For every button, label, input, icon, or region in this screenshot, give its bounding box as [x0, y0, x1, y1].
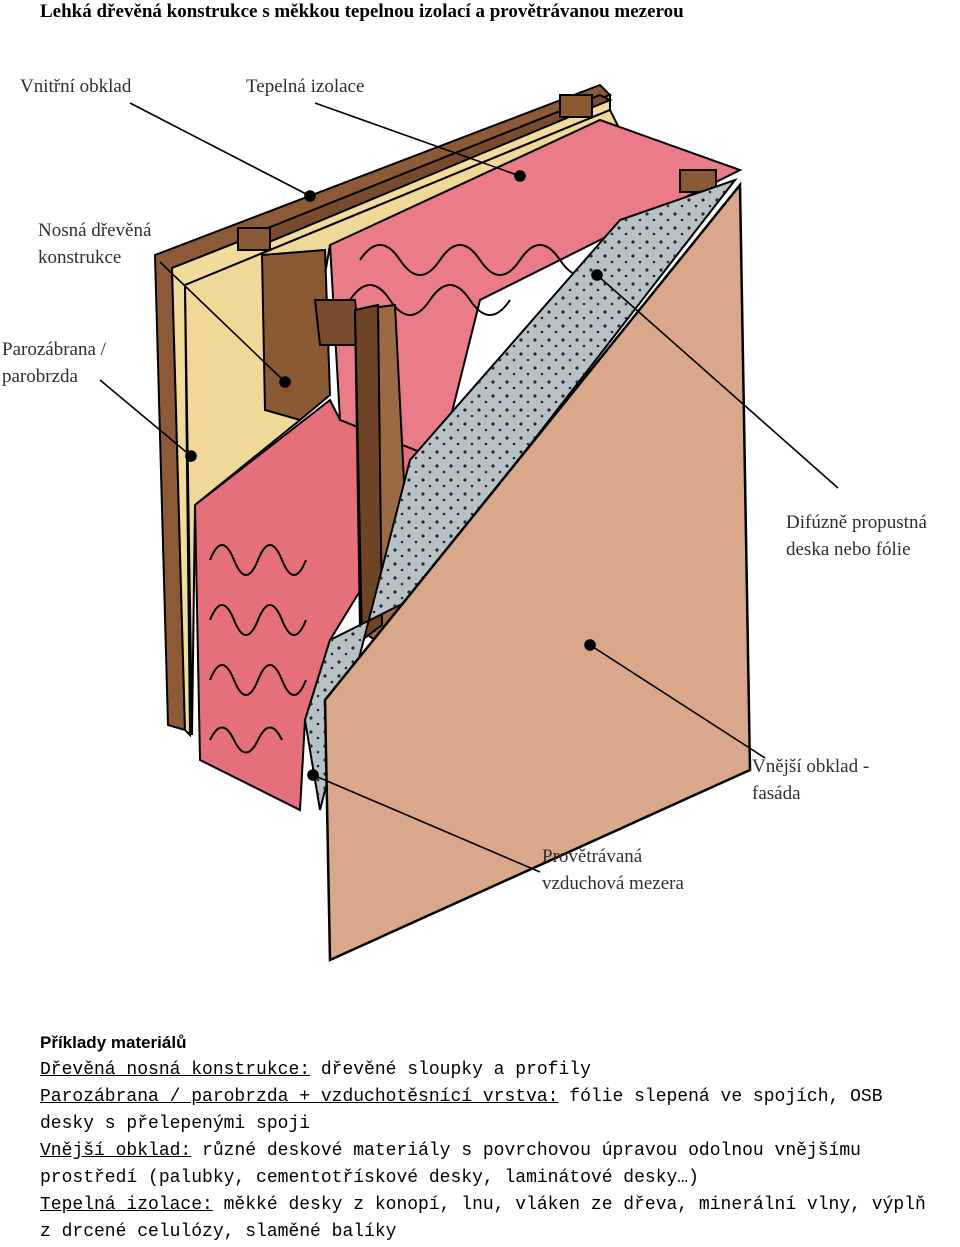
material-item-outer-cladding: Vnější obklad: různé deskové materiály s… [40, 1138, 940, 1192]
materials-section: Příklady materiálů Dřevěná nosná konstru… [40, 1031, 940, 1246]
material-text: měkké desky z konopí, lnu, vláken ze dře… [40, 1195, 926, 1242]
label-outer-cladding-line1: Vnější obklad - [752, 756, 870, 777]
materials-heading: Příklady materiálů [40, 1033, 187, 1052]
label-ventilated-gap-line1: Provětrávaná [542, 846, 643, 867]
diffusion-membrane-board [303, 177, 738, 811]
wall-section-illustration [99, 83, 839, 962]
material-text: dřevěné sloupky a profily [310, 1060, 591, 1080]
material-key: Tepelná izolace: [40, 1195, 213, 1215]
diagram-title: Lehká dřevěná konstrukce s měkkou tepeln… [40, 1, 684, 22]
label-diffusion-board-line1: Difúzně propustná [786, 512, 927, 533]
label-inner-lining: Vnitřní obklad [20, 76, 132, 97]
label-vapour-barrier-line2: parobrzda [2, 366, 78, 387]
material-key: Parozábrana / parobrzda + vzduchotěsnící… [40, 1087, 559, 1107]
label-ventilated-gap-line2: vzduchová mezera [542, 873, 684, 894]
leader-lines [99, 102, 839, 873]
label-vapour-barrier-line1: Parozábrana / [2, 339, 106, 360]
material-text: fólie slepená ve spojích, OSB desky s př… [40, 1087, 883, 1134]
outer-cladding-board [323, 181, 752, 962]
label-load-bearing-line1: Nosná dřevěná [38, 220, 152, 241]
material-key: Dřevěná nosná konstrukce: [40, 1060, 311, 1080]
material-text: různé deskové materiály s povrchovou úpr… [40, 1141, 861, 1188]
material-key: Vnější obklad: [40, 1141, 192, 1161]
label-load-bearing-line2: konstrukce [38, 247, 122, 268]
label-thermal-insulation: Tepelná izolace [246, 76, 365, 97]
material-item-load-bearing: Dřevěná nosná konstrukce: dřevěné sloupk… [40, 1057, 940, 1084]
label-outer-cladding-line2: fasáda [752, 783, 801, 804]
material-item-vapour-barrier: Parozábrana / parobrzda + vzduchotěsnící… [40, 1084, 940, 1138]
material-item-thermal-insulation: Tepelná izolace: měkké desky z konopí, l… [40, 1192, 940, 1246]
label-diffusion-board-line2: deska nebo fólie [786, 539, 911, 560]
